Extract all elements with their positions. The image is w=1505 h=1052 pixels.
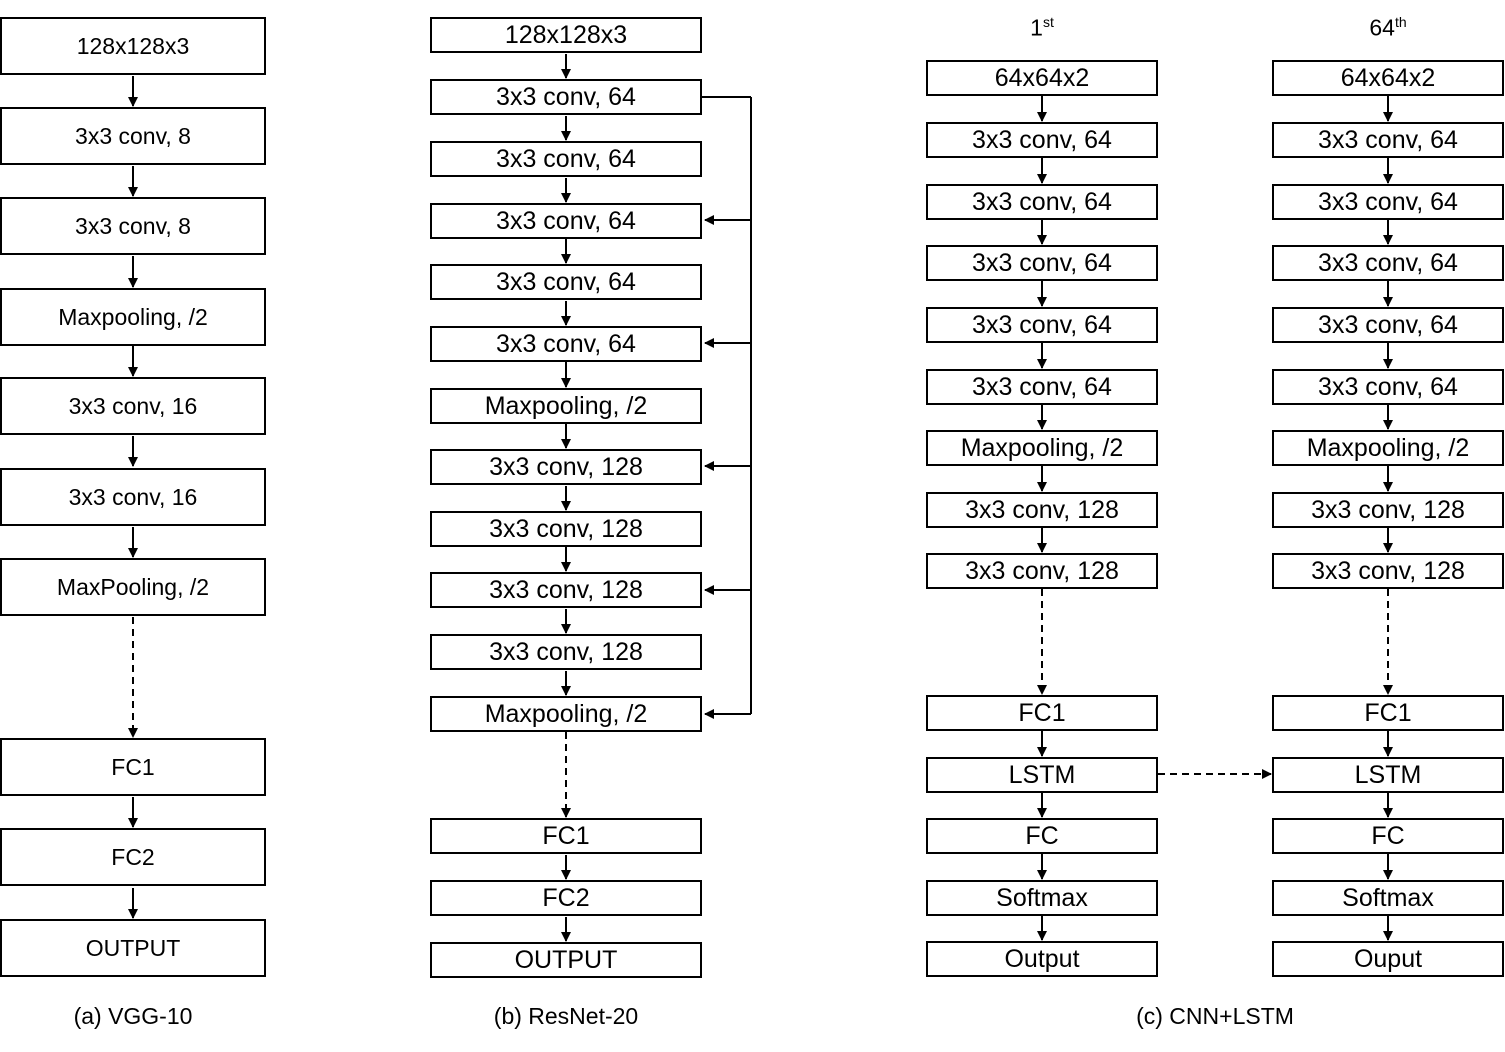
last-layer-conv5: 3x3 conv, 64 (1272, 369, 1504, 405)
resnet-layer-conv2: 3x3 conv, 64 (430, 141, 702, 177)
last-layer-conv6: 3x3 conv, 128 (1272, 492, 1504, 528)
first-layer-conv1: 3x3 conv, 64 (926, 122, 1158, 158)
resnet-layer-conv5: 3x3 conv, 64 (430, 326, 702, 362)
last-step-number: 64 (1369, 14, 1395, 41)
resnet-layer-conv9: 3x3 conv, 128 (430, 634, 702, 670)
vgg-layer-fc1: FC1 (0, 738, 266, 796)
first-layer-pool: Maxpooling, /2 (926, 430, 1158, 466)
last-layer-fc: FC (1272, 818, 1504, 854)
vgg-layer-conv1: 3x3 conv, 8 (0, 107, 266, 165)
resnet-layer-pool1: Maxpooling, /2 (430, 388, 702, 424)
first-layer-conv2: 3x3 conv, 64 (926, 184, 1158, 220)
vgg-layer-conv2: 3x3 conv, 8 (0, 197, 266, 255)
first-layer-conv3: 3x3 conv, 64 (926, 245, 1158, 281)
last-layer-pool: Maxpooling, /2 (1272, 430, 1504, 466)
vgg-caption: (a) VGG-10 (73, 1003, 193, 1029)
cnn-lstm-caption: (c) CNN+LSTM (1136, 1003, 1294, 1029)
resnet-skip-connections (702, 96, 752, 719)
last-step-heading: 64th (1328, 14, 1448, 42)
last-layer-conv2: 3x3 conv, 64 (1272, 184, 1504, 220)
last-layer-lstm: LSTM (1272, 757, 1504, 793)
first-layer-softmax: Softmax (926, 880, 1158, 916)
resnet-layer-conv3: 3x3 conv, 64 (430, 203, 702, 239)
resnet-caption: (b) ResNet-20 (493, 1003, 639, 1029)
last-layer-input: 64x64x2 (1272, 60, 1504, 96)
last-layer-conv3: 3x3 conv, 64 (1272, 245, 1504, 281)
first-layer-output: Output (926, 941, 1158, 977)
first-step-heading: 1st (982, 14, 1102, 42)
resnet-layer-pool2: Maxpooling, /2 (430, 696, 702, 732)
vgg-layer-conv3: 3x3 conv, 16 (0, 377, 266, 435)
first-layer-lstm: LSTM (926, 757, 1158, 793)
resnet-layer-output: OUTPUT (430, 942, 702, 978)
resnet-layer-input: 128x128x3 (430, 17, 702, 53)
vgg-layer-input: 128x128x3 (0, 17, 266, 75)
vgg-layer-conv4: 3x3 conv, 16 (0, 468, 266, 526)
first-layer-conv5: 3x3 conv, 64 (926, 369, 1158, 405)
last-layer-conv1: 3x3 conv, 64 (1272, 122, 1504, 158)
vgg-layer-output: OUTPUT (0, 919, 266, 977)
last-layer-conv7: 3x3 conv, 128 (1272, 553, 1504, 589)
last-layer-output: Ouput (1272, 941, 1504, 977)
vgg-layer-pool2: MaxPooling, /2 (0, 558, 266, 616)
last-step-suffix: th (1394, 14, 1407, 30)
first-layer-fc1: FC1 (926, 695, 1158, 731)
resnet-layer-conv1: 3x3 conv, 64 (430, 79, 702, 115)
vgg-layer-pool1: Maxpooling, /2 (0, 288, 266, 346)
resnet-layer-conv6: 3x3 conv, 128 (430, 449, 702, 485)
first-layer-fc: FC (926, 818, 1158, 854)
last-layer-softmax: Softmax (1272, 880, 1504, 916)
resnet-layer-conv4: 3x3 conv, 64 (430, 264, 702, 300)
first-layer-conv4: 3x3 conv, 64 (926, 307, 1158, 343)
last-layer-fc1: FC1 (1272, 695, 1504, 731)
last-layer-conv4: 3x3 conv, 64 (1272, 307, 1504, 343)
vgg-layer-fc2: FC2 (0, 828, 266, 886)
resnet-layer-fc2: FC2 (430, 880, 702, 916)
resnet-layer-fc1: FC1 (430, 818, 702, 854)
first-layer-conv7: 3x3 conv, 128 (926, 553, 1158, 589)
first-layer-conv6: 3x3 conv, 128 (926, 492, 1158, 528)
first-step-number: 1 (1030, 14, 1043, 41)
first-layer-input: 64x64x2 (926, 60, 1158, 96)
resnet-layer-conv8: 3x3 conv, 128 (430, 572, 702, 608)
first-step-suffix: st (1042, 14, 1054, 30)
resnet-layer-conv7: 3x3 conv, 128 (430, 511, 702, 547)
